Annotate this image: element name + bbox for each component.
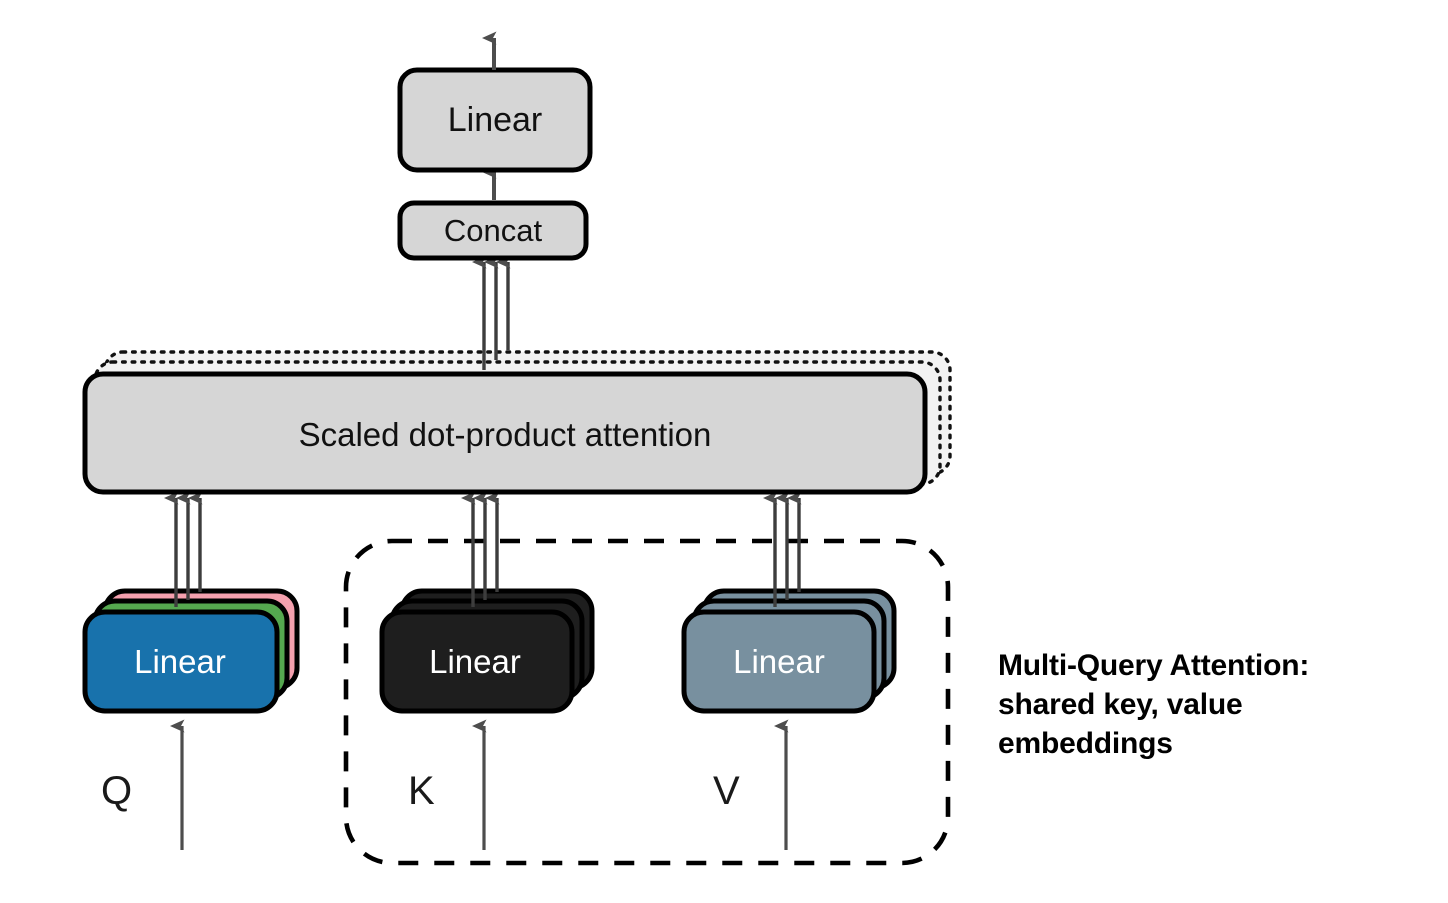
linear-q-layer-front (82, 609, 280, 714)
shared-kv-dashed-group (343, 538, 951, 866)
input-arrows-group (170, 719, 789, 850)
linear-v-stack[interactable] (681, 588, 897, 714)
linear-k-stack[interactable] (379, 588, 595, 714)
attention-to-concat-arrows (472, 255, 511, 370)
output-linear-box[interactable] (397, 67, 593, 173)
caption-line-3: embeddings (998, 727, 1173, 760)
attention-box-front (82, 371, 928, 495)
attention-box-stack[interactable] (82, 350, 952, 495)
caption-line-2: shared key, value (998, 688, 1243, 721)
linear-k-layer-front (379, 609, 575, 714)
qkv-to-attention-arrows (164, 491, 802, 607)
linear-v-layer-front (681, 609, 877, 714)
linear-q-stack[interactable] (82, 588, 300, 714)
caption-line-1: Multi-Query Attention: (998, 649, 1310, 682)
annotation-caption: Multi-Query Attention: shared key, value… (998, 646, 1418, 763)
concat-box[interactable] (397, 200, 589, 261)
